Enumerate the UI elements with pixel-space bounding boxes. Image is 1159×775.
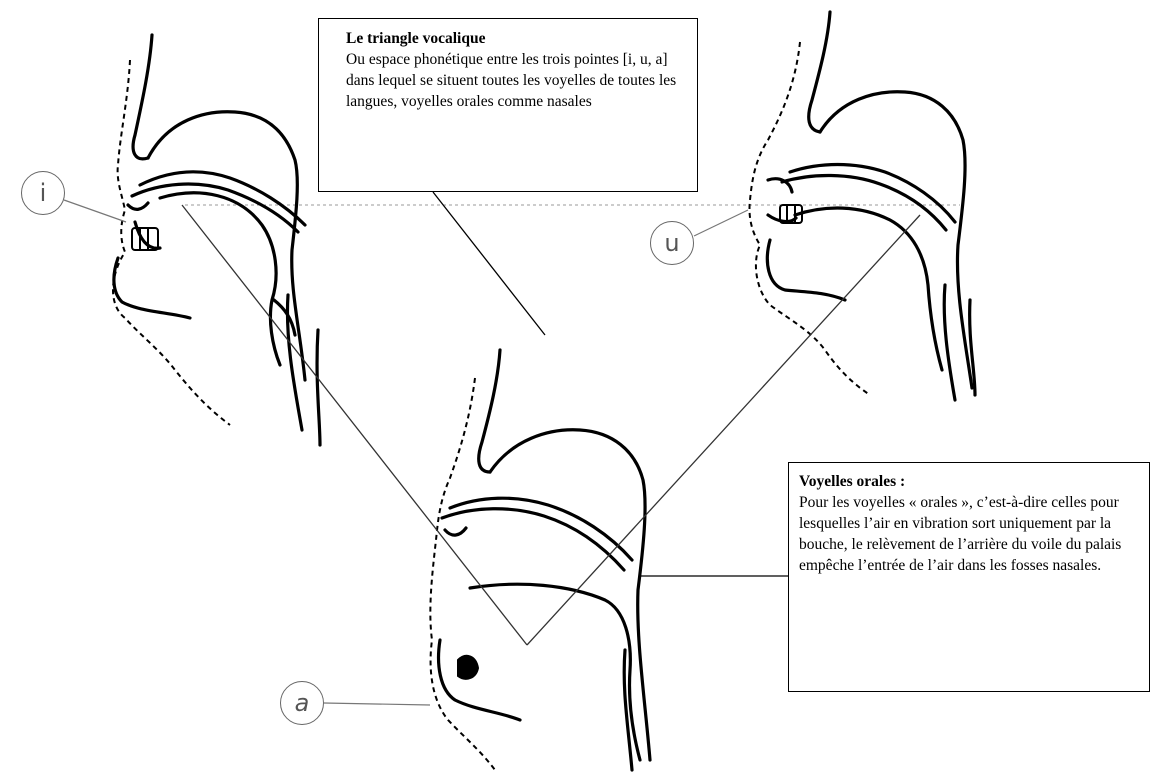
vowel-label-i: i [21, 171, 65, 215]
callout-body: Pour les voyelles « orales », c’est-à-di… [799, 492, 1141, 576]
head-profile-a [439, 350, 650, 770]
voyelles-orales-callout: Voyelles orales : Pour les voyelles « or… [788, 462, 1150, 692]
callout-heading: Voyelles orales : [799, 471, 1141, 492]
triangle-edge-i-a [182, 205, 527, 645]
tongue-tip-a [458, 656, 478, 679]
triangle-vocalique-callout: Le triangle vocalique Ou espace phonétiq… [318, 18, 698, 192]
vowel-label-u: u [650, 221, 694, 265]
vowel-label-a: a [280, 681, 324, 725]
triangle-box-pointer [433, 192, 545, 335]
callout-body: Ou espace phonétique entre les trois poi… [346, 49, 687, 112]
label-connectors [64, 200, 748, 705]
connector-u [694, 210, 748, 236]
connector-a [324, 703, 430, 705]
connector-i [64, 200, 126, 222]
face-outline-i [113, 60, 230, 425]
callout-heading: Le triangle vocalique [346, 28, 687, 49]
face-outline-u [749, 42, 870, 395]
head-profile-i [114, 35, 320, 445]
